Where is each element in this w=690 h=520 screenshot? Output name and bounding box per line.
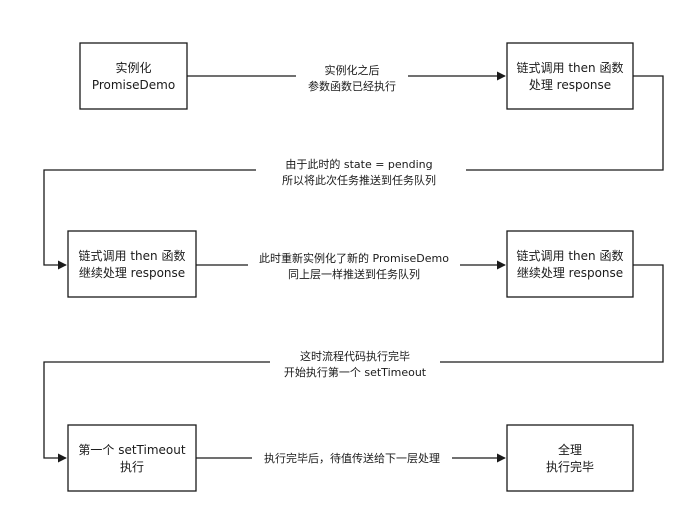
node-instantiate-promise: 实例化 PromiseDemo — [79, 42, 188, 110]
node-first-settimeout: 第一个 setTimeout 执行 — [67, 424, 197, 492]
edge-label-e3: 此时重新实例化了新的 PromiseDemo 同上层一样推送到任务队列 — [248, 251, 460, 283]
edge-label-e2-line2: 所以将此次任务推送到任务队列 — [282, 173, 436, 187]
node-then-continue-left-line2: 继续处理 response — [79, 266, 185, 280]
node-all-done: 全理 执行完毕 — [506, 424, 634, 492]
node-then-handle-response-line2: 处理 response — [529, 78, 611, 92]
edge-label-e3-line2: 同上层一样推送到任务队列 — [288, 267, 420, 281]
edge-label-e5: 执行完毕后，待值传送给下一层处理 — [252, 450, 452, 466]
edge-label-e1-line2: 参数函数已经执行 — [308, 79, 396, 93]
node-all-done-line1: 全理 — [558, 442, 582, 457]
node-all-done-line2: 执行完毕 — [546, 459, 594, 474]
edge-label-e2-line1: 由于此时的 state = pending — [285, 157, 432, 171]
node-then-continue-right-line1: 链式调用 then 函数 — [517, 248, 624, 263]
node-instantiate-promise-line2: PromiseDemo — [92, 78, 175, 92]
node-first-settimeout-line1: 第一个 setTimeout — [78, 443, 185, 457]
node-then-continue-right: 链式调用 then 函数 继续处理 response — [506, 230, 634, 298]
node-then-handle-response-line1: 链式调用 then 函数 — [517, 60, 624, 75]
node-instantiate-promise-line1: 实例化 — [115, 60, 151, 75]
edge-label-e2: 由于此时的 state = pending 所以将此次任务推送到任务队列 — [256, 156, 466, 188]
edge-label-e1: 实例化之后 参数函数已经执行 — [296, 62, 408, 94]
edge-label-e3-line1: 此时重新实例化了新的 PromiseDemo — [259, 251, 449, 265]
edge-label-e1-line1: 实例化之后 — [325, 63, 380, 77]
node-then-continue-left-line1: 链式调用 then 函数 — [79, 248, 186, 263]
node-first-settimeout-line2: 执行 — [120, 460, 144, 474]
node-then-continue-right-line2: 继续处理 response — [517, 266, 623, 280]
edge-label-e4-line1: 这时流程代码执行完毕 — [300, 349, 410, 363]
edge-label-e4-line2: 开始执行第一个 setTimeout — [284, 365, 427, 379]
node-then-handle-response: 链式调用 then 函数 处理 response — [506, 42, 634, 110]
edge-label-e4: 这时流程代码执行完毕 开始执行第一个 setTimeout — [270, 348, 440, 380]
node-then-continue-left: 链式调用 then 函数 继续处理 response — [67, 230, 197, 298]
edge-label-e5-line1: 执行完毕后，待值传送给下一层处理 — [264, 451, 440, 465]
